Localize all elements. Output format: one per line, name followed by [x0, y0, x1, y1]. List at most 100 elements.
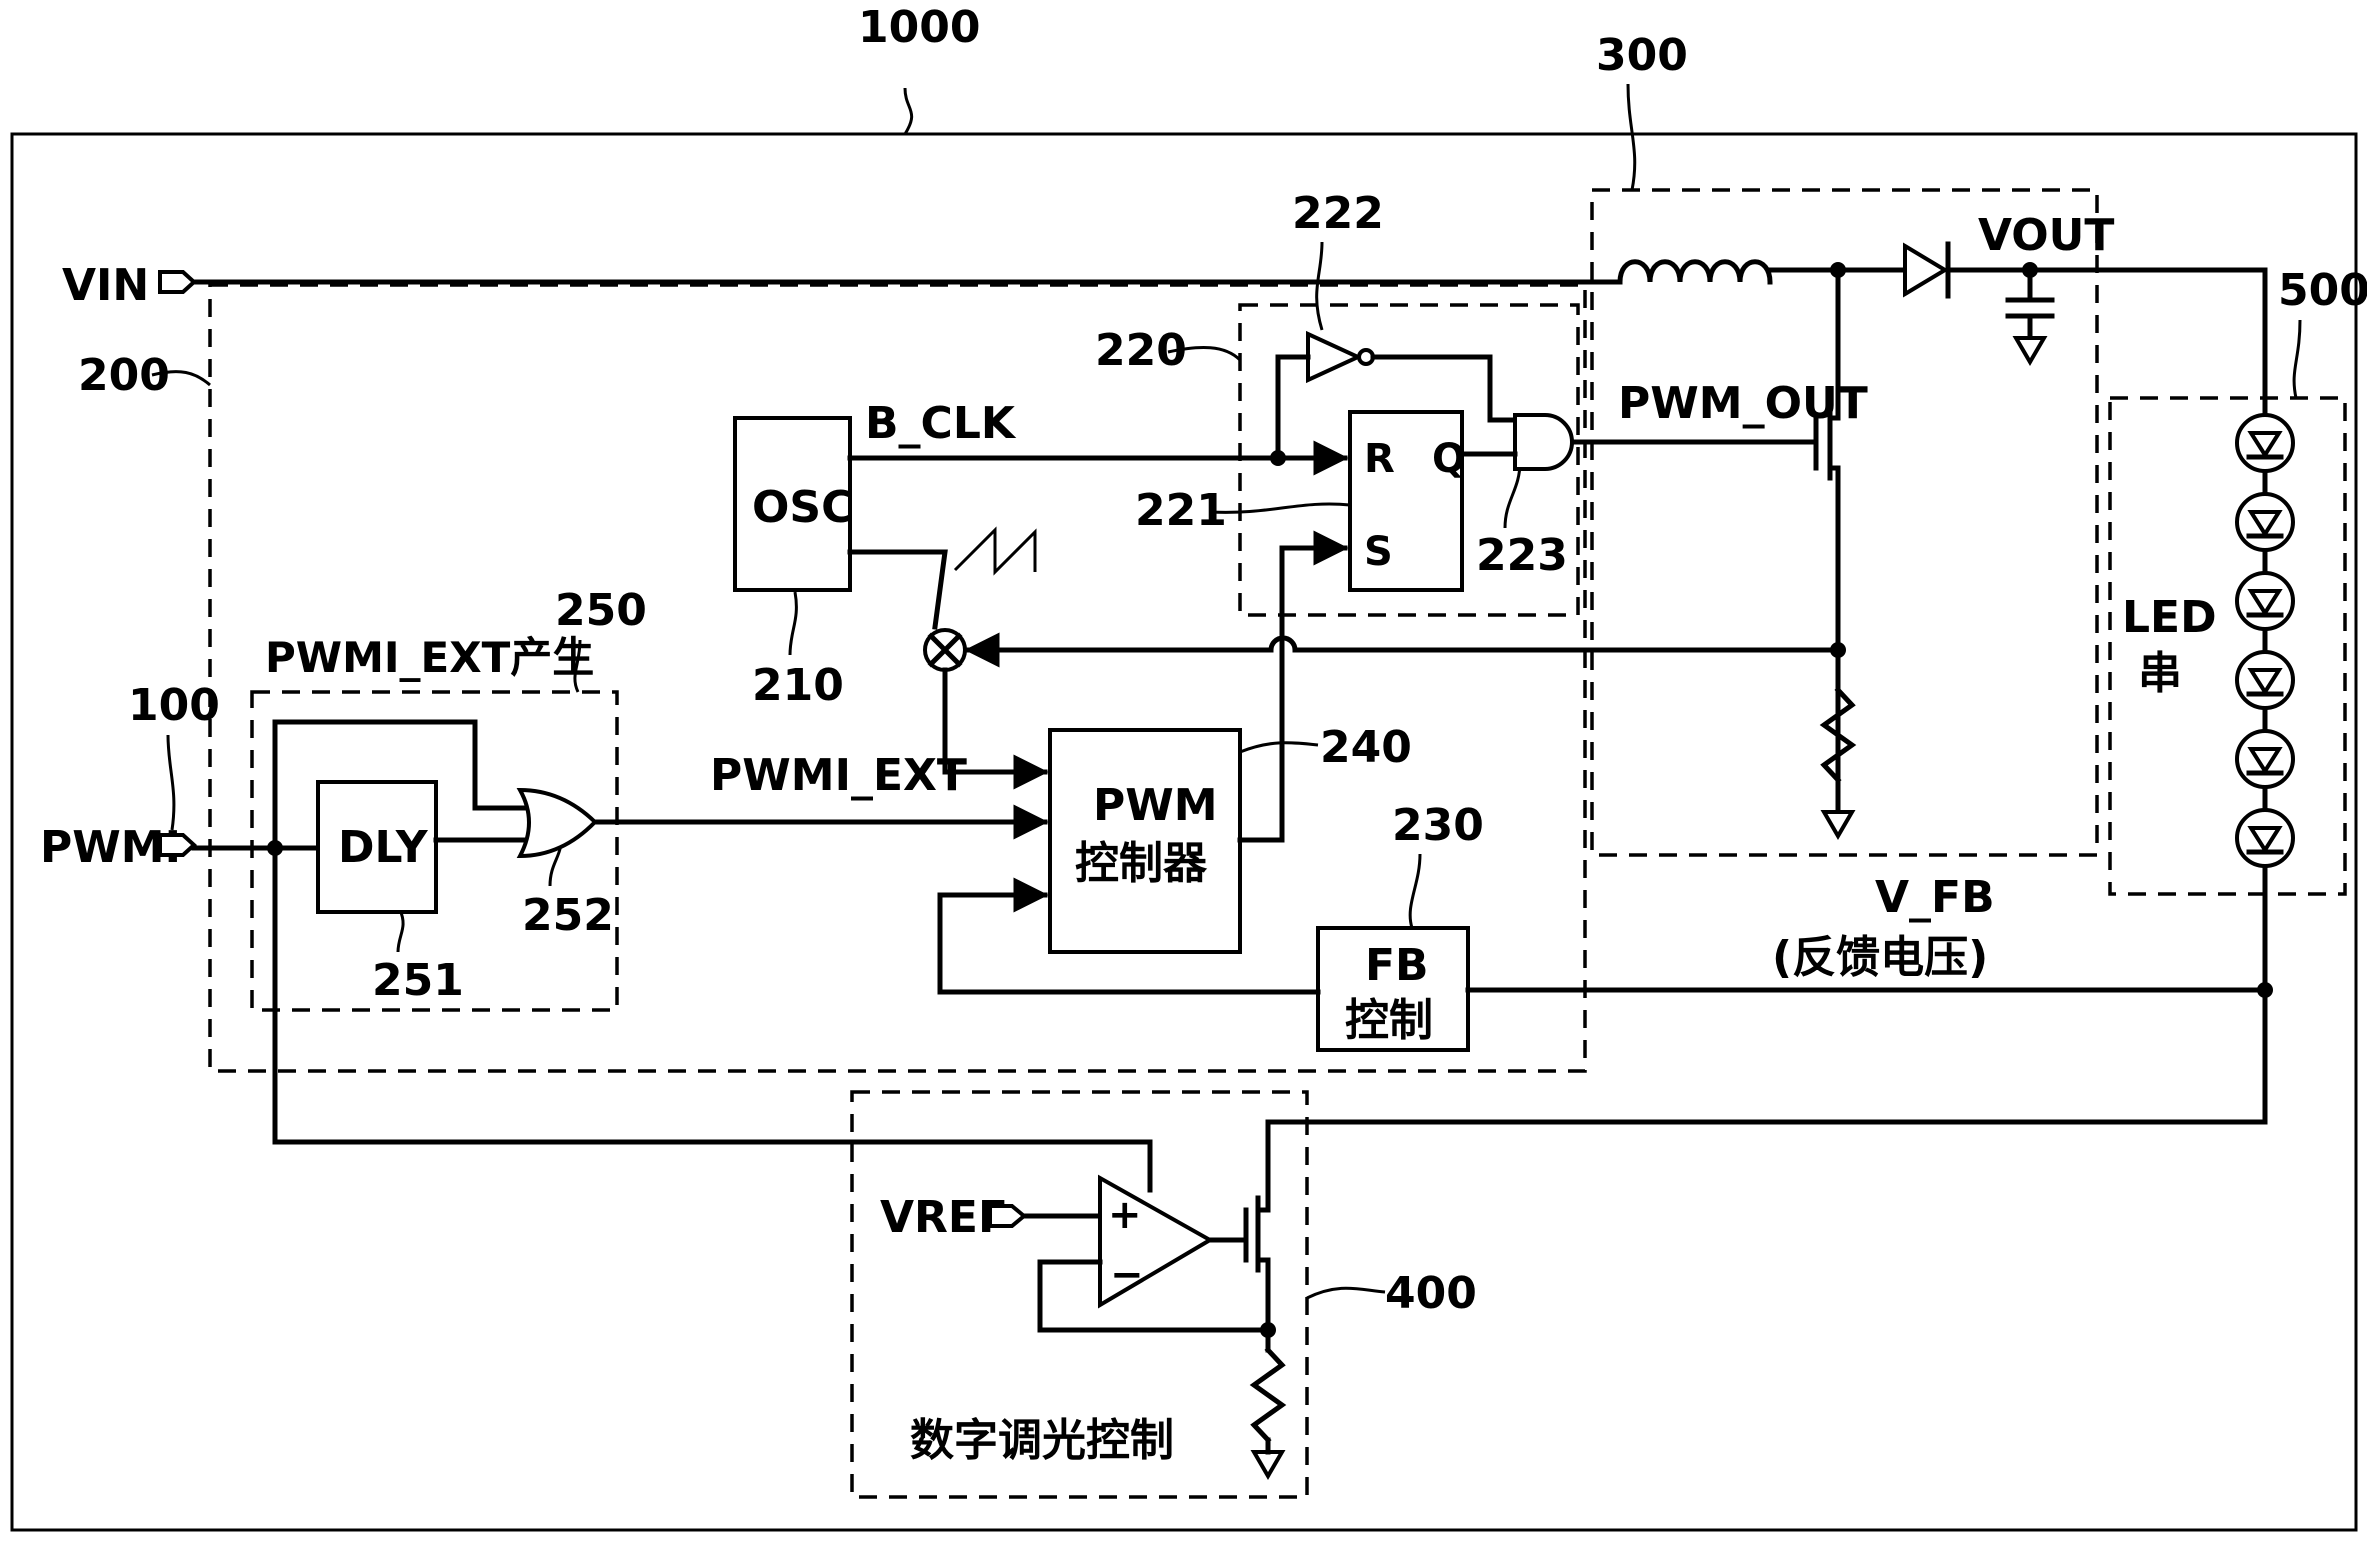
label-240: 240 [1320, 722, 1412, 773]
label-100: 100 [128, 680, 220, 731]
dly-block [316, 780, 438, 914]
fb-control-label-1: FB [1365, 940, 1429, 991]
inverter-icon [1306, 330, 1375, 384]
ground-icon [1820, 810, 1856, 840]
osc-block [733, 416, 852, 592]
pwmi-ext-label: PWMI_EXT [710, 750, 967, 801]
leader-300 [1626, 83, 1637, 191]
digital-dimming-label: 数字调光控制 [910, 1415, 1174, 1466]
label-223: 223 [1476, 530, 1568, 581]
block-250 [250, 690, 619, 1012]
vout-label: VOUT [1978, 210, 2114, 261]
vref-label: VREF [880, 1192, 1008, 1243]
vfb-label-1: V_FB [1875, 872, 1995, 923]
resistor-icon [1249, 1346, 1287, 1444]
b-clk-node-dot [1270, 450, 1286, 466]
b-clk-label: B_CLK [865, 398, 1017, 449]
label-210: 210 [752, 660, 844, 711]
led-icon [2235, 729, 2295, 789]
leader-1000 [903, 87, 914, 135]
label-251: 251 [372, 955, 464, 1006]
leader-220 [1167, 346, 1242, 362]
transistor-icon [1243, 1195, 1271, 1273]
led-icon [2235, 492, 2295, 552]
pwm-out-label: PWM_OUT [1618, 378, 1868, 429]
pwm-controller-label-2: 控制器 [1075, 838, 1208, 889]
sawtooth-icon [953, 526, 1037, 576]
inverter-in-wire [1275, 354, 1311, 461]
ff-q-label: Q [1432, 436, 1466, 482]
block-500 [2108, 396, 2347, 896]
ground-icon [1250, 1450, 1286, 1480]
dimming-node-dot [1260, 1322, 1276, 1338]
diode-icon [1903, 241, 1951, 299]
op-amp-minus-label: − [1110, 1252, 1144, 1298]
ff-r-label: R [1364, 436, 1395, 482]
pwm-ctrl-to-s-wire [1237, 530, 1349, 843]
pwmi-label: PWMI [40, 822, 181, 873]
rs-flipflop [1348, 410, 1464, 592]
pwmi-to-400-wire [272, 845, 1153, 1193]
led-string-label-1: LED [2122, 592, 2217, 643]
pwm-controller-block [1048, 728, 1242, 954]
fb-to-pwm-wire [937, 877, 1321, 995]
inverter-out-wire [1370, 354, 1518, 423]
op-amp-plus-label: + [1108, 1192, 1142, 1238]
vin-port-icon [158, 270, 197, 294]
multiplier-out-wire [942, 667, 1049, 790]
vfb-label-2: (反馈电压) [1772, 932, 1988, 983]
resistor-icon [1819, 686, 1857, 784]
leader-500 [2292, 319, 2302, 399]
leader-250 [573, 639, 582, 693]
fb-control-block [1316, 926, 1470, 1052]
op-amp-feedback-wire [1037, 1259, 1271, 1333]
label-400: 400 [1385, 1268, 1477, 1319]
label-221: 221 [1135, 485, 1227, 536]
fb-control-label-2: 控制 [1345, 995, 1433, 1046]
led-icon [2235, 808, 2295, 868]
label-252: 252 [522, 890, 614, 941]
pwm-controller-label-1: PWM [1093, 780, 1218, 831]
vref-port-icon [988, 1204, 1028, 1228]
label-1000: 1000 [858, 2, 980, 53]
dly-label: DLY [338, 822, 429, 873]
label-250: 250 [555, 585, 647, 636]
led-string [2235, 389, 2295, 983]
leader-251 [396, 909, 405, 953]
led-icon [2235, 650, 2295, 710]
leader-230 [1408, 853, 1422, 929]
and-gate-icon [1513, 413, 1574, 471]
or-gate-icon [516, 787, 598, 859]
pwmi-ext-gen-label: PWMI_EXT产生 [265, 633, 594, 682]
block-300 [1590, 188, 2099, 857]
op-amp-icon [1098, 1174, 1215, 1309]
osc-label: OSC [752, 482, 853, 533]
vin-label: VIN [62, 260, 149, 311]
led-icon [2235, 413, 2295, 473]
capacitor-icon [2005, 267, 2055, 366]
leader-400 [1306, 1286, 1386, 1300]
label-300: 300 [1596, 30, 1688, 81]
block-400 [850, 1090, 1309, 1499]
inductor-icon [1617, 259, 1773, 285]
leader-221 [1209, 502, 1351, 514]
leader-240 [1239, 741, 1319, 754]
led-string-label-2: 串 [2138, 648, 2182, 699]
leader-100 [166, 734, 176, 831]
label-230: 230 [1392, 800, 1484, 851]
leader-200 [151, 370, 211, 387]
sense-feedback-wire [964, 632, 1841, 668]
leader-210 [788, 591, 798, 656]
vout-wire [1945, 267, 2268, 395]
outer-frame [10, 132, 2358, 1532]
leader-223 [1503, 461, 1522, 529]
multiplier-icon [923, 628, 967, 672]
label-500: 500 [2278, 265, 2367, 316]
label-222: 222 [1292, 188, 1384, 239]
pwmi-bypass-wire [272, 719, 528, 851]
osc-ramp-wire [847, 549, 948, 630]
led-return-wire [1265, 987, 2268, 1213]
pwmi-port-icon [158, 833, 197, 857]
led-icon [2235, 571, 2295, 631]
